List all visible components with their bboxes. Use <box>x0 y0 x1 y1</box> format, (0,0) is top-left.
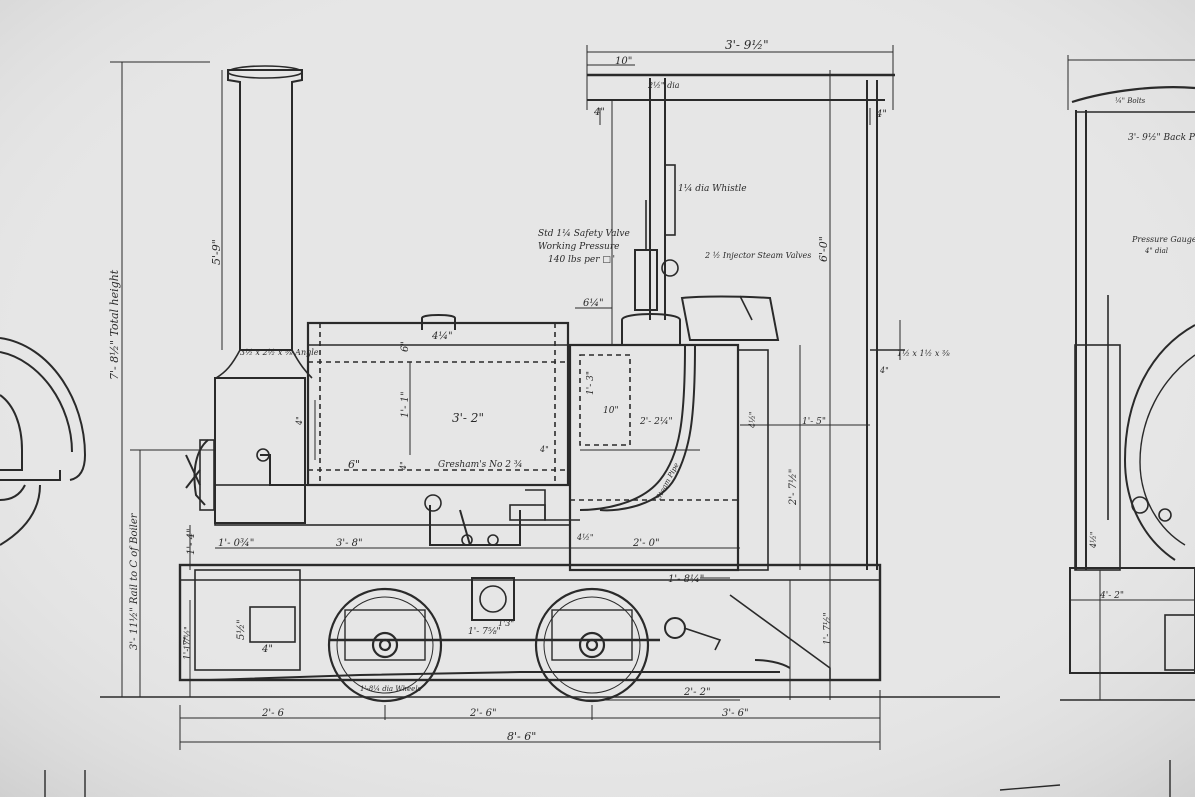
note-safety-valve-1: Std 1¼ Safety Valve <box>538 228 630 239</box>
side-elevation <box>100 45 1000 750</box>
dim-upper-b: 10" <box>603 406 619 416</box>
dim-base-b: 2'- 6" <box>469 708 497 719</box>
note-safety-valve-3: 140 lbs per □" <box>548 255 615 265</box>
dim-frame-d: 1'- 8¼" <box>668 574 704 585</box>
dim-tank-bottom: 6" <box>348 458 360 471</box>
dim-wheel-b: 1'3" <box>498 619 514 628</box>
dim-base-c: 3'- 6" <box>722 708 749 719</box>
left-end-view-fragment <box>0 337 87 546</box>
dim-upper-a: 1'- 3" <box>586 371 596 395</box>
bottom-fragments <box>44 760 1171 797</box>
dim-firebox-side: 6¼" <box>583 298 604 309</box>
dim-upper-c: 2'- 2¼" <box>639 416 673 427</box>
right-end-view-fragment <box>1060 55 1195 701</box>
dim-frame-h: 1'- 7½" <box>822 612 833 645</box>
smokebox <box>214 377 306 524</box>
dim-stack-dia: 2½" dia <box>647 81 680 90</box>
dim-frame-b: 3'- 8" <box>336 538 363 549</box>
frames <box>178 563 882 682</box>
dim-tank-height: 1'- 1" <box>400 391 411 418</box>
leading-wheel <box>327 587 443 703</box>
dim-tank-small-a: 4" <box>295 416 304 426</box>
dim-stays: 1½ x 1½ x ⅜ <box>897 349 950 358</box>
dim-cab-height: 6'-0" <box>817 236 830 262</box>
dim-firebox-a: 4" <box>539 445 549 454</box>
dim-wheel-a: 1'- 7⅝" <box>468 627 501 637</box>
note-back-bolt: ¼" Bolts <box>1115 97 1146 105</box>
note-safety-valve-2: Working Pressure <box>538 242 619 252</box>
dim-cab-post-b: 4" <box>875 109 887 120</box>
dim-cab-right: 1'- 5" <box>802 417 826 427</box>
dim-buffer-h: 5½" <box>236 619 247 640</box>
dim-rail-to-boiler: 3'- 11½" Rail to C of Boiler <box>129 512 140 650</box>
note-chimney-angle: 3½ x 2½ x ⅜ Angle <box>240 348 319 357</box>
dim-top-inner: 10" <box>615 56 632 67</box>
dim-cab-post-a: 4" <box>593 107 605 118</box>
dim-buffer-w: 4" <box>261 644 273 655</box>
dim-wheel-dia: 1'-8¼ dia Wheels <box>360 685 422 693</box>
dim-foot-a: 1'- 4" <box>186 528 197 555</box>
tank-filler <box>421 314 456 330</box>
note-injector: 2 ½ Injector Steam Valves <box>704 251 811 260</box>
note-pressure-2: 4" dial <box>1144 247 1168 255</box>
dim-tank-length: 3'- 2" <box>452 411 484 425</box>
dim-top-width: 3'- 9½" <box>725 38 769 52</box>
dim-frame-low: 1'- 7" <box>183 636 193 660</box>
dim-firebox-c: 4½" <box>576 533 594 542</box>
dim-overall: 8'- 6" <box>507 730 536 743</box>
dim-rail-right: 4" <box>879 366 889 375</box>
dim-base-a: 2'- 6 <box>261 708 285 719</box>
dim-cab-lower: 2'- 7½" <box>788 469 799 506</box>
trailing-wheel <box>534 587 650 703</box>
dim-tank-top: 6" <box>400 341 411 352</box>
note-back-b: 4½" <box>1089 531 1098 549</box>
dim-dome-lid: 4¼" <box>431 331 453 342</box>
note-whistle: 1¼ dia Whistle <box>678 183 747 194</box>
dim-tank-small-b: 4" <box>399 461 408 471</box>
dim-rail-side: 1'7½" <box>183 626 192 650</box>
note-back-a: 4'- 2" <box>1099 591 1124 601</box>
dim-tread: 2'- 2" <box>683 687 711 698</box>
cab-sand-box <box>680 295 780 341</box>
dim-total-height: 7'- 8½" Total height <box>108 269 121 380</box>
note-back-dim: 3'- 9½" Back Pl <box>1128 132 1195 143</box>
note-gresham: Gresham's No 2 ¾ <box>438 459 523 470</box>
dim-chimney-height: 5'-9" <box>210 239 223 265</box>
dim-frame-c: 2'- 0" <box>632 538 660 549</box>
note-pressure-1: Pressure Gauge <box>1131 235 1195 244</box>
dim-frame-a: 1'- 0¾" <box>218 538 254 549</box>
dim-firebox-b: 4½" <box>748 411 757 429</box>
